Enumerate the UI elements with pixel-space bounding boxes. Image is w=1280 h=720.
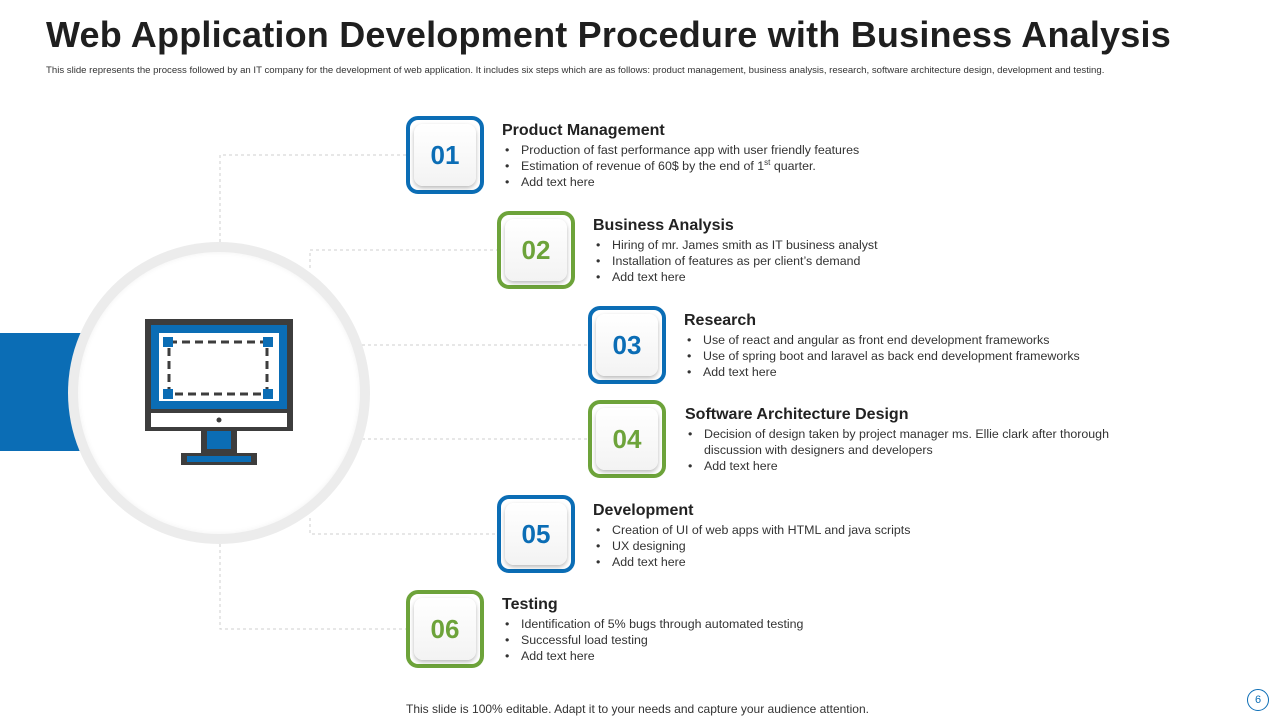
step-05-bullet-1: Creation of UI of web apps with HTML and… xyxy=(593,522,910,538)
step-01-number: 01 xyxy=(414,124,476,186)
step-02-text: Business Analysis Hiring of mr. James sm… xyxy=(593,217,878,285)
step-04-text: Software Architecture Design Decision of… xyxy=(685,406,1145,474)
step-06-text: Testing Identification of 5% bugs throug… xyxy=(502,596,803,664)
step-03-heading: Research xyxy=(684,312,757,329)
step-05-bullet-3: Add text here xyxy=(593,554,910,570)
slide-subtitle: This slide represents the process follow… xyxy=(46,65,1105,76)
step-03-text: Research Use of react and angular as fro… xyxy=(684,312,1080,380)
step-06-heading: Testing xyxy=(502,596,558,613)
connector-step-06 xyxy=(219,544,406,630)
step-01-bullet-2: Estimation of revenue of 60$ by the end … xyxy=(502,158,859,174)
step-02-bullet-2: Installation of features as per client’s… xyxy=(593,253,878,269)
step-04-badge: 04 xyxy=(588,400,666,478)
step-06-bullet-3: Add text here xyxy=(502,648,803,664)
step-02-bullet-3: Add text here xyxy=(593,269,878,285)
step-04-bullet-2: Add text here xyxy=(685,458,1145,474)
step-02-badge: 02 xyxy=(497,211,575,289)
step-06-badge: 06 xyxy=(406,590,484,668)
step-01-bullet-3: Add text here xyxy=(502,174,859,190)
step-05-heading: Development xyxy=(593,502,694,519)
step-03-badge: 03 xyxy=(588,306,666,384)
step-01-text: Product Management Production of fast pe… xyxy=(502,122,859,190)
step-04-number: 04 xyxy=(596,408,658,470)
connector-step-02 xyxy=(309,249,497,268)
slide-footer: This slide is 100% editable. Adapt it to… xyxy=(406,702,869,716)
step-05-badge: 05 xyxy=(497,495,575,573)
step-02-number: 02 xyxy=(505,219,567,281)
step-05-text: Development Creation of UI of web apps w… xyxy=(593,502,910,570)
step-02-bullet-1: Hiring of mr. James smith as IT business… xyxy=(593,237,878,253)
computer-monitor-icon xyxy=(145,319,293,465)
step-05-bullet-2: UX designing xyxy=(593,538,910,554)
step-04-bullet-1: Decision of design taken by project mana… xyxy=(685,426,1145,458)
step-06-bullet-1: Identification of 5% bugs through automa… xyxy=(502,616,803,632)
step-01-heading: Product Management xyxy=(502,122,665,139)
page-number: 6 xyxy=(1247,689,1269,711)
slide-title: Web Application Development Procedure wi… xyxy=(46,14,1171,55)
step-02-heading: Business Analysis xyxy=(593,217,734,234)
step-03-bullet-3: Add text here xyxy=(684,364,1080,380)
step-03-bullet-1: Use of react and angular as front end de… xyxy=(684,332,1080,348)
step-03-number: 03 xyxy=(596,314,658,376)
step-06-bullet-2: Successful load testing xyxy=(502,632,803,648)
step-01-bullet-1: Production of fast performance app with … xyxy=(502,142,859,158)
step-05-number: 05 xyxy=(505,503,567,565)
step-03-bullet-2: Use of spring boot and laravel as back e… xyxy=(684,348,1080,364)
step-06-number: 06 xyxy=(414,598,476,660)
step-01-badge: 01 xyxy=(406,116,484,194)
connector-step-01 xyxy=(219,154,406,242)
connector-step-05 xyxy=(309,518,497,535)
step-04-heading: Software Architecture Design xyxy=(685,406,909,423)
